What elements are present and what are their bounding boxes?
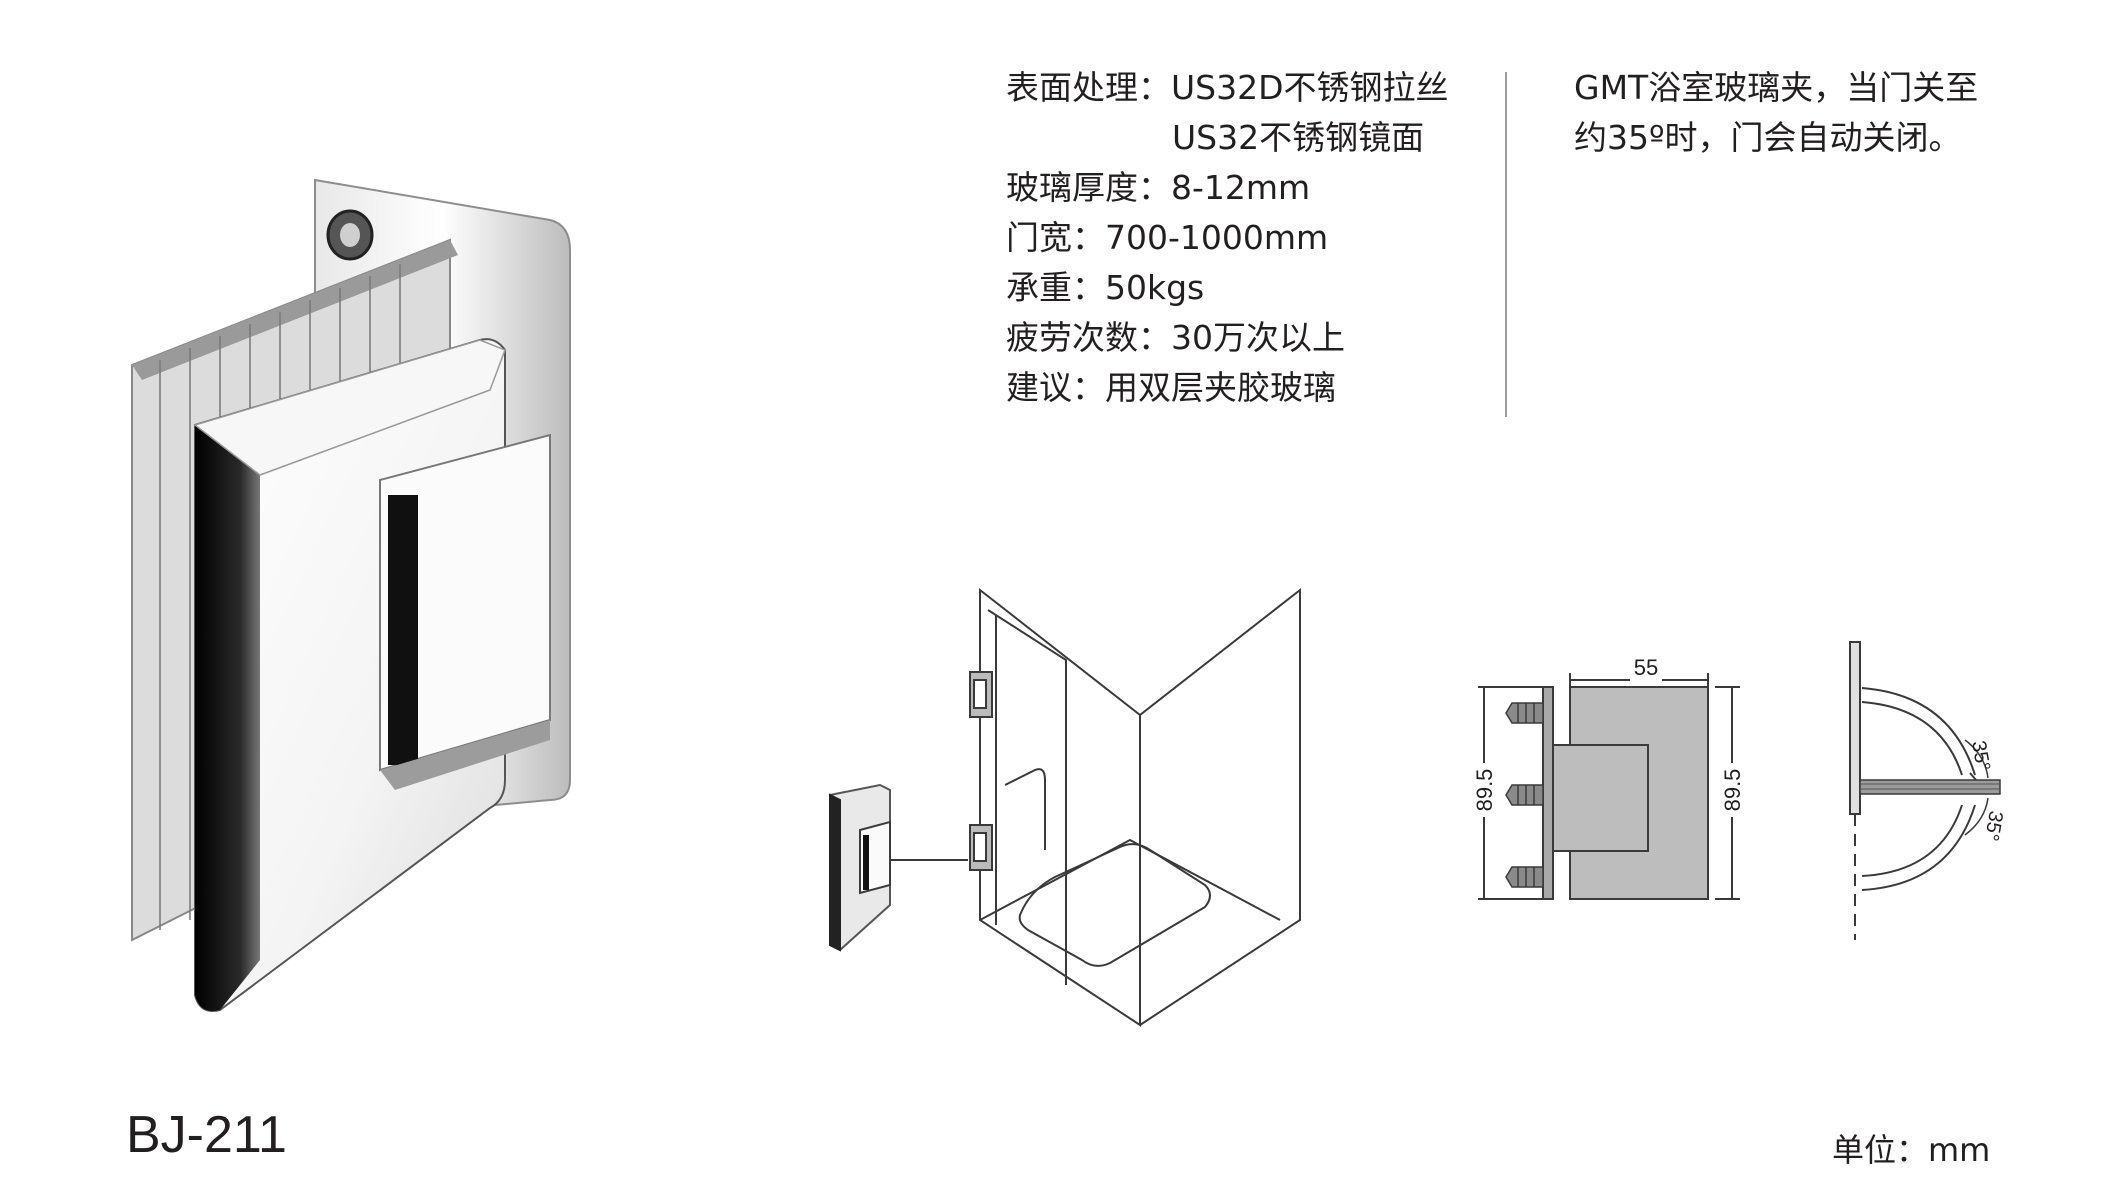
hinge-slot [388, 495, 418, 765]
angle-top-label: 35° [1967, 739, 1994, 773]
spec-surface-label: 表面处理： [1006, 68, 1171, 107]
spec-door-width: 门宽：700-1000mm [1006, 218, 1329, 257]
spec-glass-thickness: 玻璃厚度：8-12mm [1006, 168, 1311, 207]
spec-surface-value2: US32不锈钢镜面 [1172, 118, 1425, 157]
unit-label: 单位：mm [1832, 1131, 1991, 1169]
clamp-bevel [195, 425, 260, 1011]
screw-bottom [1505, 866, 1544, 888]
dim-width-label: 55 [1634, 655, 1658, 680]
hinge-thumbnail [829, 783, 891, 952]
spec-surface: 表面处理：US32D不锈钢拉丝 [1006, 63, 1449, 113]
column-divider [1505, 72, 1507, 417]
product-photo [131, 178, 571, 1012]
angle-bottom-label: 35° [1980, 809, 2007, 843]
spec-advice: 建议：用双层夹胶玻璃 [1006, 368, 1336, 407]
front-dimension-drawing: 55 89.5 89.5 [1472, 655, 1745, 900]
side-wall-plate [1849, 641, 1861, 815]
screw-top [1505, 702, 1544, 724]
door-leaf [1859, 779, 2001, 795]
product-description: GMT浴室玻璃夹，当门关至 约35º时，门会自动关闭。 [1574, 63, 2044, 163]
installation-diagram [829, 587, 1301, 1027]
description-line-1: GMT浴室玻璃夹，当门关至 [1574, 68, 1979, 107]
arc-top [1861, 687, 1976, 776]
hinge-block-section [1552, 744, 1649, 852]
spec-load: 承重：50kgs [1006, 268, 1205, 307]
wall-plate-section [1542, 686, 1554, 900]
screw-middle [1505, 784, 1544, 806]
dim-height-right-label: 89.5 [1720, 769, 1745, 812]
description-line-2: 约35º时，门会自动关闭。 [1574, 118, 1962, 157]
spec-list: 表面处理：US32D不锈钢拉丝 US32不锈钢镜面 玻璃厚度：8-12mm 门宽… [1006, 63, 1449, 413]
model-number: BJ-211 [126, 1106, 287, 1164]
arc-bottom [1861, 804, 1976, 891]
spec-fatigue: 疲劳次数：30万次以上 [1006, 318, 1345, 357]
angle-drawing: 35° 35° [1849, 641, 2007, 940]
spec-surface-value: US32D不锈钢拉丝 [1171, 68, 1449, 107]
dim-height-left-label: 89.5 [1472, 769, 1497, 812]
